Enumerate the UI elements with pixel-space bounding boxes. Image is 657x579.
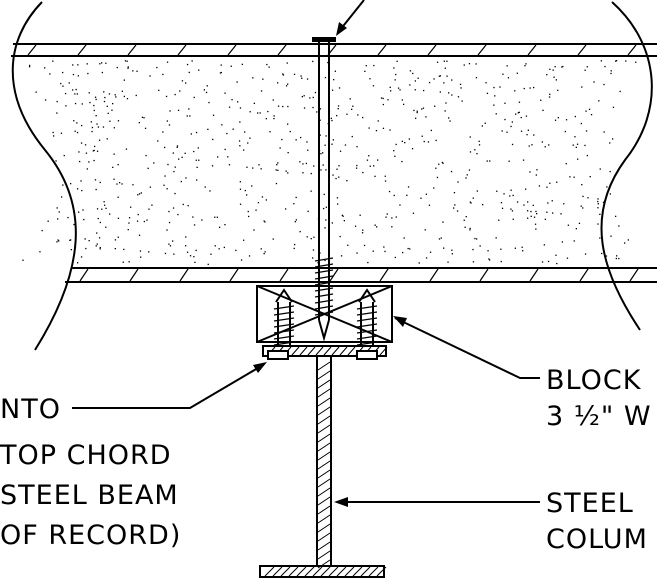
block-leader-arrow [393, 316, 407, 327]
bottom-skin-hatch [79, 268, 639, 282]
left-break-line [11, 1, 77, 351]
right-break-line [600, 1, 653, 331]
block-outline [256, 285, 393, 343]
screw-leader-arrow [336, 22, 347, 36]
top-skin-hatch [27, 44, 637, 56]
block-label-line1: BLOCK [546, 365, 642, 396]
callout-text: BLOCK 3 ½" W STEEL COLUM NTO TOP CHORD S… [0, 365, 652, 555]
foam-core-stipple [22, 60, 637, 265]
bottom-flange [259, 565, 385, 578]
left-label-line1: NTO [0, 394, 61, 425]
nut-left [267, 350, 289, 360]
block-label-line2: 3 ½" W [546, 401, 652, 432]
left-label-line4: OF RECORD) [0, 520, 181, 551]
leaders [72, 316, 540, 507]
left-leader-arrow [253, 362, 267, 373]
column-label-line1: STEEL [546, 488, 634, 519]
column-leader-arrow [334, 497, 348, 507]
insulated-panel [11, 1, 657, 351]
screw-leader [339, 0, 365, 31]
nut-right [356, 350, 378, 360]
left-label-line2: TOP CHORD [0, 440, 172, 471]
panel-screw [312, 0, 365, 342]
left-label-line3: STEEL BEAM [0, 480, 179, 511]
screw-tip [318, 319, 330, 342]
screw-head [312, 37, 336, 42]
block-screw-left [273, 288, 295, 346]
block-screw-right [356, 288, 378, 346]
steel-column [259, 345, 388, 578]
column-label-line2: COLUM [546, 524, 648, 555]
left-leader [72, 364, 264, 409]
block-leader [394, 317, 540, 379]
wood-block [256, 285, 393, 346]
